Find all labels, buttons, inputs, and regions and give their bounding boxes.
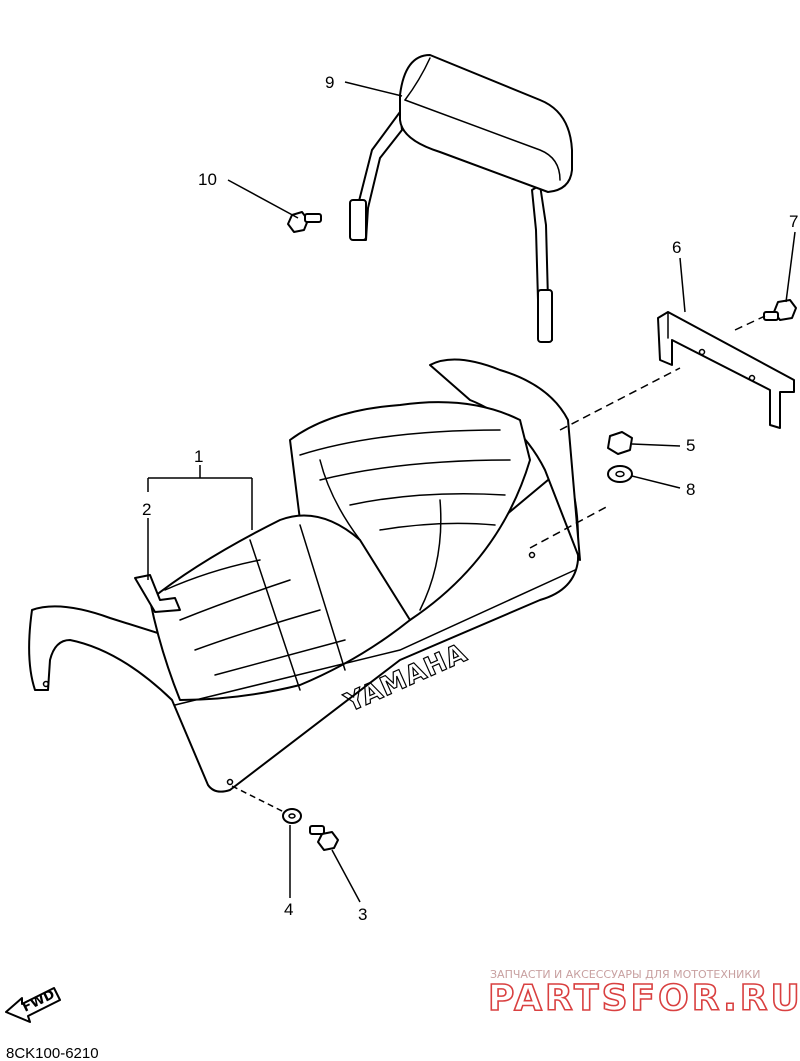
- assembly-line-bracket: [559, 367, 681, 431]
- assembly-line-nut: [529, 504, 611, 549]
- leader-8: [631, 475, 681, 489]
- nut-5-part: [607, 431, 633, 455]
- leader-5: [631, 443, 681, 447]
- seat-part: YAMAHA: [28, 358, 581, 793]
- leader-3: [331, 849, 361, 903]
- callout-8: 8: [686, 480, 695, 499]
- bolt-3-part: [309, 825, 339, 851]
- callout-7: 7: [789, 212, 798, 231]
- callout-2: 2: [142, 500, 151, 519]
- bracket-6-part: [657, 311, 795, 429]
- watermark-brand: PARTSFOR.RU: [488, 978, 800, 1019]
- leader-10: [227, 179, 299, 219]
- assembly-line-bolt7: [734, 315, 766, 331]
- callout-10: 10: [198, 170, 217, 189]
- watermark-tagline: ЗАПЧАСТИ И АКСЕССУАРЫ ДЛЯ МОТОТЕХНИКИ: [490, 968, 760, 981]
- leader-1: [147, 465, 253, 530]
- bolt-10-part: [287, 211, 322, 233]
- leader-washer4-dash: [231, 785, 285, 813]
- callout-3: 3: [358, 905, 367, 924]
- leader-9: [344, 81, 403, 97]
- leader-7: [785, 231, 796, 303]
- callout-5: 5: [686, 436, 695, 455]
- washer-4-part: [282, 808, 302, 824]
- drawing-code: 8CK100-6210: [6, 1045, 99, 1061]
- backrest-part: [349, 54, 573, 343]
- callout-4: 4: [284, 900, 293, 919]
- callout-6: 6: [672, 238, 681, 257]
- bolt-7-part: [763, 299, 797, 321]
- fwd-arrow-icon: FWD: [5, 987, 61, 1023]
- leader-6: [679, 257, 686, 313]
- callout-1: 1: [194, 447, 203, 466]
- callout-9: 9: [325, 73, 334, 92]
- washer-8-part: [607, 465, 633, 483]
